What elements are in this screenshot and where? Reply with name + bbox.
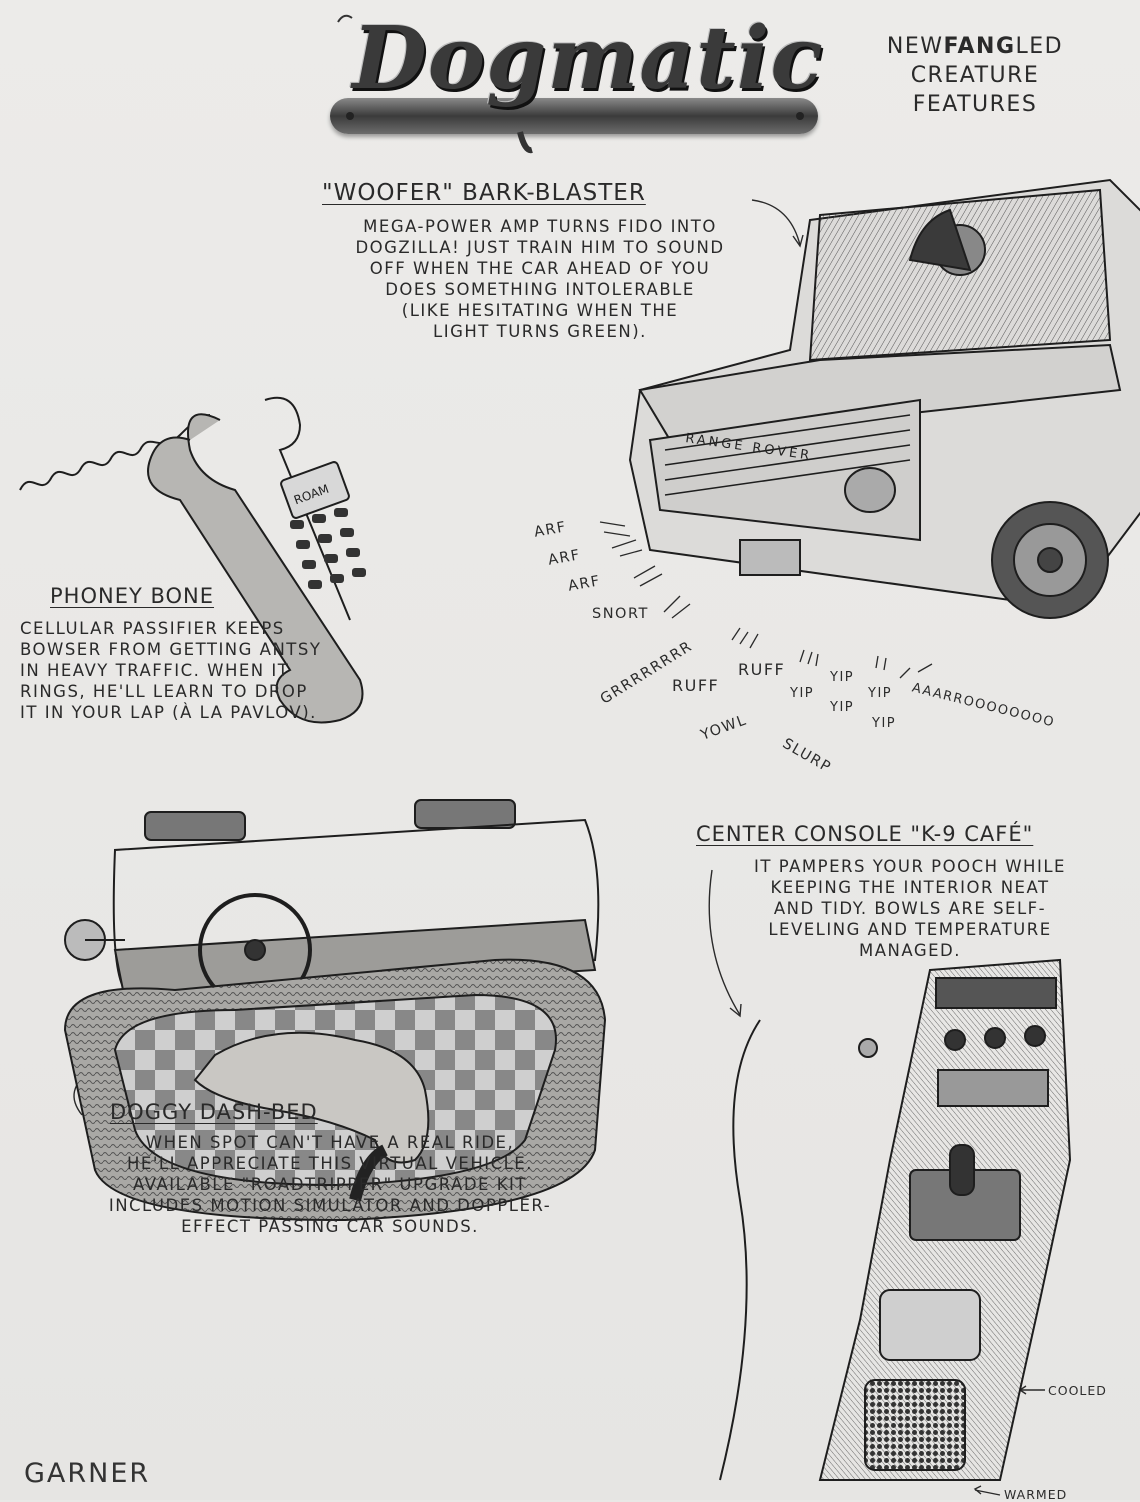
console-line: KEEPING THE INTERIOR NEAT (770, 878, 1050, 897)
dash-bed-illustration (63, 799, 607, 1222)
console-line: MANAGED. (858, 941, 962, 960)
sound-effect: YIP (872, 716, 897, 731)
console-line: AND TIDY. BOWLS ARE SELF- (773, 899, 1047, 918)
phone-line: RINGS, HE'LL LEARN TO DROP (20, 682, 308, 701)
logo-text: Dogmatic (352, 8, 824, 109)
woofer-line: (LIKE HESITATING WHEN THE (401, 301, 679, 320)
woofer-line: MEGA-POWER AMP TURNS FIDO INTO (363, 217, 717, 236)
console-line: LEVELING AND TEMPERATURE (768, 920, 1052, 939)
dashbed-line: HE'LL APPRECIATE THIS VIRTUAL VEHICLE. (127, 1154, 533, 1173)
dashbed-line: AVAILABLE "ROADTRIPPER" UPGRADE KIT (133, 1175, 527, 1194)
tagline-pre: NEW (886, 34, 944, 59)
range-rover-illustration: RANGE ROVER (628, 178, 1140, 619)
console-line: IT PAMPERS YOUR POOCH WHILE (754, 857, 1066, 876)
tagline-line2: CREATURE (910, 63, 1040, 88)
artist-signature: GARNER (24, 1458, 151, 1489)
tagline-post: LED (1015, 34, 1064, 59)
phone-heading: PHONEY BONE (50, 584, 215, 608)
woofer-line: LIGHT TURNS GREEN). (433, 322, 647, 341)
woofer-heading: "WOOFER" BARK-BLASTER (322, 180, 646, 206)
woofer-text: MEGA-POWER AMP TURNS FIDO INTO DOGZILLA!… (300, 216, 780, 342)
logo-rivets (337, 14, 804, 154)
center-console-illustration (719, 958, 1072, 1481)
dashbed-line: WHEN SPOT CAN'T HAVE A REAL RIDE, (145, 1133, 515, 1152)
dashbed-line: INCLUDES MOTION SIMULATOR AND DOPPLER- (108, 1196, 552, 1215)
bone-phone-illustration: ROAM (19, 396, 366, 724)
phone-line: IN HEAVY TRAFFIC. WHEN IT (20, 661, 290, 680)
dashbed-line: EFFECT PASSING CAR SOUNDS. (181, 1217, 479, 1236)
sound-effect: RUFF (672, 676, 720, 695)
tagline-line3: FEATURES (912, 92, 1038, 117)
phone-text: CELLULAR PASSIFIER KEEPS BOWSER FROM GET… (20, 618, 380, 723)
phone-line: CELLULAR PASSIFIER KEEPS (20, 619, 285, 638)
sound-effect: YIP (830, 700, 855, 715)
tagline-bold: FANG (943, 34, 1016, 59)
phone-line: BOWSER FROM GETTING ANTSY (20, 640, 322, 659)
woofer-line: OFF WHEN THE CAR AHEAD OF YOU (369, 259, 711, 278)
tagline: NEWFANGLED CREATURE FEATURES (860, 32, 1090, 119)
console-text: IT PAMPERS YOUR POOCH WHILE KEEPING THE … (700, 856, 1120, 961)
warmed-label: WARMED (1004, 1487, 1068, 1502)
sound-effect: SNORT (592, 606, 649, 622)
console-heading: CENTER CONSOLE "K-9 CAFÉ" (696, 822, 1034, 846)
logo-plate (330, 98, 818, 134)
woofer-line: DOES SOMETHING INTOLERABLE (385, 280, 695, 299)
dashbed-text: WHEN SPOT CAN'T HAVE A REAL RIDE, HE'LL … (70, 1132, 590, 1237)
sound-effect: YIP (830, 670, 855, 685)
sound-effect: YIP (868, 686, 893, 701)
dashbed-heading: DOGGY DASH-BED (110, 1100, 318, 1124)
phone-line: IT IN YOUR LAP (à la PAVLOV). (20, 703, 317, 722)
cooled-label: COOLED (1048, 1383, 1107, 1398)
sound-effect: RUFF (738, 660, 786, 679)
woofer-line: DOGZILLA! JUST TRAIN HIM TO SOUND (355, 238, 725, 257)
sound-effect: YIP (790, 686, 815, 701)
